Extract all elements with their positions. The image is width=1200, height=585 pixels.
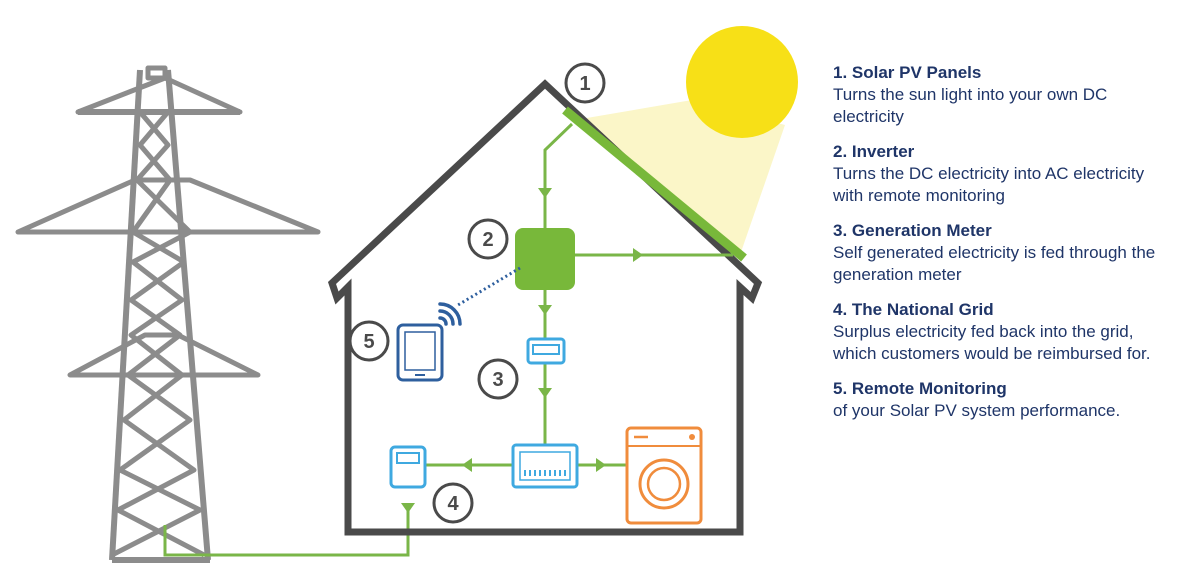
svg-text:2: 2 (482, 229, 493, 251)
svg-text:1: 1 (579, 73, 590, 95)
svg-text:3: 3 (492, 369, 503, 391)
legend-title: 2. Inverter (833, 142, 915, 161)
inverter-icon (515, 228, 575, 290)
legend-item-generation-meter: 3. Generation Meter Self generated elect… (833, 220, 1173, 286)
grid-arrow (401, 503, 415, 513)
legend-title: 1. Solar PV Panels (833, 63, 982, 82)
sun-icon (686, 26, 798, 138)
pylon-icon (15, 65, 321, 563)
legend-title: 4. The National Grid (833, 300, 994, 319)
legend-item-solar-pv-panels: 1. Solar PV Panels Turns the sun light i… (833, 62, 1173, 128)
legend-description: Self generated electricity is fed throug… (833, 243, 1156, 284)
house-icon (327, 79, 763, 536)
consumer-unit-icon (511, 443, 579, 489)
marker-3: 3 (477, 358, 519, 400)
legend-description: Turns the sun light into your own DC ele… (833, 85, 1108, 126)
legend-item-remote-monitoring: 5. Remote Monitoring of your Solar PV sy… (833, 378, 1173, 422)
wireless-link (457, 266, 521, 307)
svg-text:4: 4 (447, 493, 459, 515)
svg-text:5: 5 (363, 331, 374, 353)
washing-machine-icon (625, 426, 703, 525)
legend: 1. Solar PV Panels Turns the sun light i… (833, 62, 1173, 435)
wifi-icon (438, 302, 462, 326)
export-meter-icon (389, 445, 427, 489)
flow-arrows (462, 188, 643, 472)
marker-1: 1 (564, 62, 606, 104)
marker-4: 4 (432, 482, 474, 524)
generation-meter-icon (526, 337, 566, 365)
marker-2: 2 (467, 218, 509, 260)
legend-title: 5. Remote Monitoring (833, 379, 1007, 398)
solar-panel-icon (562, 106, 747, 262)
legend-item-inverter: 2. Inverter Turns the DC electricity int… (833, 141, 1173, 207)
marker-5: 5 (348, 320, 390, 362)
legend-description: Surplus electricity fed back into the gr… (833, 322, 1151, 363)
legend-item-national-grid: 4. The National Grid Surplus electricity… (833, 299, 1173, 365)
sunbeam (575, 100, 785, 255)
legend-title: 3. Generation Meter (833, 221, 992, 240)
legend-description: Turns the DC electricity into AC electri… (833, 164, 1145, 205)
legend-description: of your Solar PV system performance. (833, 401, 1121, 420)
tablet-icon (396, 323, 444, 382)
